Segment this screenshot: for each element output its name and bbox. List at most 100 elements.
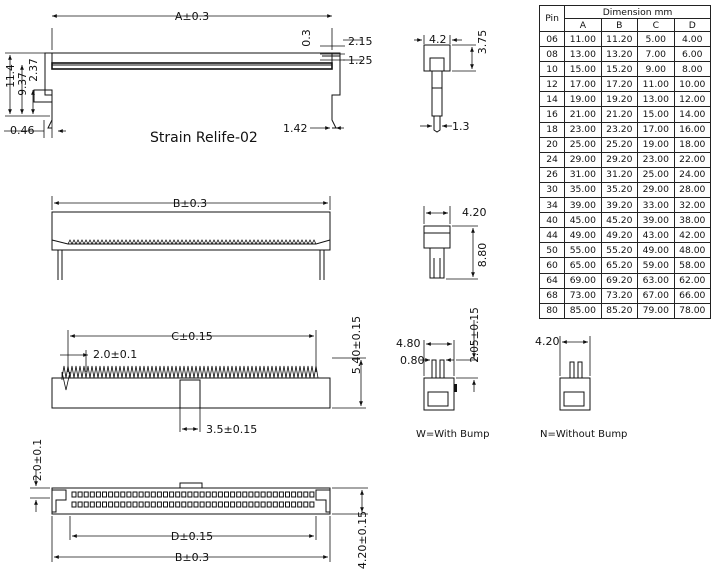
label-dim-b-bottom: B±0.3 bbox=[175, 551, 209, 564]
dimension-cell: 11.20 bbox=[600, 30, 639, 48]
pin-hole bbox=[181, 501, 187, 508]
dimension-cell: 29.20 bbox=[600, 151, 639, 168]
dimension-cell: 32.00 bbox=[673, 197, 711, 214]
pin-hole bbox=[71, 501, 77, 508]
pin-hole bbox=[297, 491, 303, 498]
dimension-cell: 48.00 bbox=[673, 242, 711, 259]
pin-hole bbox=[181, 491, 187, 498]
table-header-pin: Pin bbox=[538, 5, 566, 32]
pin-hole bbox=[89, 491, 95, 498]
dimension-cell: 19.00 bbox=[564, 91, 602, 108]
pin-hole bbox=[108, 491, 114, 498]
dimension-cell: 15.00 bbox=[637, 106, 675, 123]
label-dim-046: 0.46 bbox=[10, 124, 35, 137]
label-dim-937: 9.37 bbox=[17, 72, 29, 95]
dimension-cell: 42.00 bbox=[673, 227, 711, 244]
pin-hole bbox=[254, 491, 260, 498]
pin-hole bbox=[132, 501, 138, 508]
dimension-cell: 13.20 bbox=[600, 46, 639, 63]
pin-hole bbox=[285, 501, 290, 508]
dimension-cell: 25.20 bbox=[600, 136, 639, 153]
top-view-bar-upper bbox=[51, 52, 333, 66]
dimension-cell: 55.20 bbox=[600, 242, 639, 259]
pin-hole bbox=[102, 501, 107, 508]
pin-count-cell: 10 bbox=[538, 61, 566, 78]
label-dim-375: 3.75 bbox=[476, 30, 489, 55]
pin-hole bbox=[242, 501, 248, 508]
pin-hole bbox=[138, 501, 144, 508]
pin-hole bbox=[230, 501, 236, 508]
label-dim-215: 2.15 bbox=[348, 35, 373, 48]
caption-with-bump: W=With Bump bbox=[416, 429, 489, 440]
pin-hole bbox=[224, 491, 229, 498]
top-view-bar-lower bbox=[51, 62, 333, 70]
pin-hole bbox=[95, 491, 101, 498]
pin-hole bbox=[120, 491, 126, 498]
with-bump-view: 4.80 0.80 2.05±0.15 W=With Bump bbox=[396, 307, 489, 440]
pin-hole bbox=[102, 491, 107, 498]
dimension-cell: 16.00 bbox=[673, 121, 711, 138]
label-dim-540: 5.40±0.15 bbox=[350, 316, 363, 374]
top-view-right-latch bbox=[331, 52, 341, 129]
pin-hole bbox=[193, 491, 199, 498]
label-dim-125: 1.25 bbox=[348, 54, 373, 67]
top-view-left-foot bbox=[33, 89, 53, 103]
pin-hole bbox=[95, 501, 101, 508]
dimension-cell: 43.00 bbox=[637, 227, 675, 244]
dimension-cell: 21.00 bbox=[564, 106, 602, 123]
pin-hole bbox=[175, 501, 181, 508]
pin-count-cell: 24 bbox=[538, 151, 566, 168]
pin-count-cell: 40 bbox=[538, 212, 566, 229]
dimension-cell: 8.00 bbox=[673, 61, 711, 78]
pin-count-cell: 64 bbox=[538, 272, 566, 289]
dimension-cell: 35.00 bbox=[564, 181, 602, 199]
dimension-cell: 65.20 bbox=[600, 257, 639, 274]
pin-count-cell: 44 bbox=[538, 227, 566, 244]
pin-hole bbox=[150, 501, 156, 508]
pin-hole bbox=[163, 491, 168, 498]
dimension-cell: 25.00 bbox=[564, 136, 602, 153]
dimension-cell: 38.00 bbox=[673, 212, 711, 229]
dimension-cell: 9.00 bbox=[637, 61, 675, 78]
pin-hole bbox=[272, 491, 278, 498]
pin-hole bbox=[297, 501, 303, 508]
dimension-cell: 45.00 bbox=[564, 212, 602, 229]
pin-hole bbox=[205, 491, 211, 498]
label-dim-237: 2.37 bbox=[28, 58, 40, 81]
dimension-cell: 19.00 bbox=[637, 136, 675, 153]
label-dim-420-mid: 4.20 bbox=[462, 206, 487, 219]
pin-hole bbox=[236, 501, 242, 508]
dimension-cell: 14.00 bbox=[673, 106, 711, 123]
pin-count-cell: 08 bbox=[538, 46, 566, 63]
dimension-cell: 35.20 bbox=[600, 181, 639, 199]
pin-hole bbox=[83, 501, 89, 508]
front-view: C±0.15 2.0±0.1 5.40±0.15 3.5±0.15 bbox=[51, 316, 366, 436]
pin-hole bbox=[187, 491, 193, 498]
dimension-cell: 49.00 bbox=[564, 227, 602, 244]
pin-count-cell: 14 bbox=[538, 91, 566, 108]
pin-hole bbox=[83, 491, 89, 498]
dimension-cell: 18.00 bbox=[673, 136, 711, 153]
caption-without-bump: N=Without Bump bbox=[540, 429, 627, 440]
pin-hole bbox=[285, 491, 290, 498]
pin-hole bbox=[303, 491, 309, 498]
pin-hole bbox=[114, 501, 120, 508]
dimension-cell: 17.20 bbox=[600, 76, 639, 93]
dimension-cell: 24.00 bbox=[673, 166, 711, 183]
label-dim-d: D±0.15 bbox=[171, 530, 213, 543]
bottom-view: 2.0±0.1 D±0.15 B±0.3 4.20±0.15 bbox=[30, 439, 369, 569]
pin-count-cell: 16 bbox=[538, 106, 566, 123]
dimension-cell: 59.00 bbox=[637, 257, 675, 274]
dimension-cell: 73.00 bbox=[564, 287, 602, 304]
label-dim-20-bottom: 2.0±0.1 bbox=[32, 439, 44, 481]
pin-hole bbox=[303, 501, 309, 508]
pin-hole bbox=[211, 501, 217, 508]
